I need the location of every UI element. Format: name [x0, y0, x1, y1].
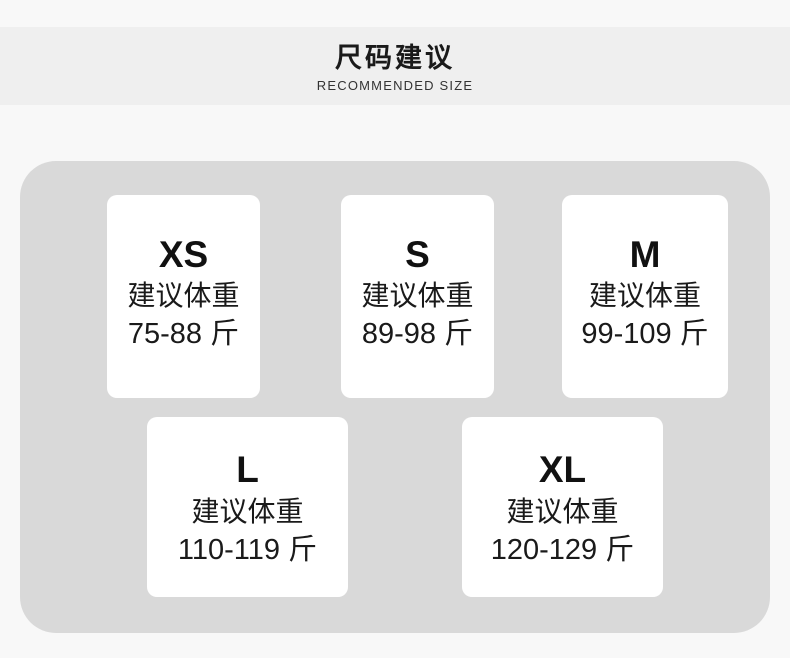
size-name: L — [236, 449, 259, 490]
page-subtitle: RECOMMENDED SIZE — [316, 78, 474, 93]
size-card-l: L 建议体重 110-119 斤 — [147, 417, 348, 597]
size-card-s: S 建议体重 89-98 斤 — [341, 195, 494, 398]
size-card-m: M 建议体重 99-109 斤 — [562, 195, 728, 398]
header-band — [0, 27, 790, 105]
size-name: S — [405, 234, 430, 275]
size-name: M — [629, 234, 661, 275]
weight-label: 建议体重 — [127, 279, 240, 312]
weight-label: 建议体重 — [506, 495, 619, 528]
weight-range: 89-98 斤 — [361, 318, 474, 350]
weight-label: 建议体重 — [588, 279, 701, 312]
size-name: XL — [538, 449, 587, 490]
weight-range: 99-109 斤 — [581, 318, 709, 350]
weight-range: 75-88 斤 — [127, 318, 240, 350]
weight-range: 110-119 斤 — [177, 534, 318, 566]
size-name: XS — [158, 234, 209, 275]
weight-range: 120-129 斤 — [490, 534, 635, 566]
page-title: 尺码建议 — [335, 43, 455, 74]
weight-label: 建议体重 — [191, 495, 304, 528]
weight-label: 建议体重 — [361, 279, 474, 312]
size-card-xl: XL 建议体重 120-129 斤 — [462, 417, 663, 597]
size-card-xs: XS 建议体重 75-88 斤 — [107, 195, 260, 398]
